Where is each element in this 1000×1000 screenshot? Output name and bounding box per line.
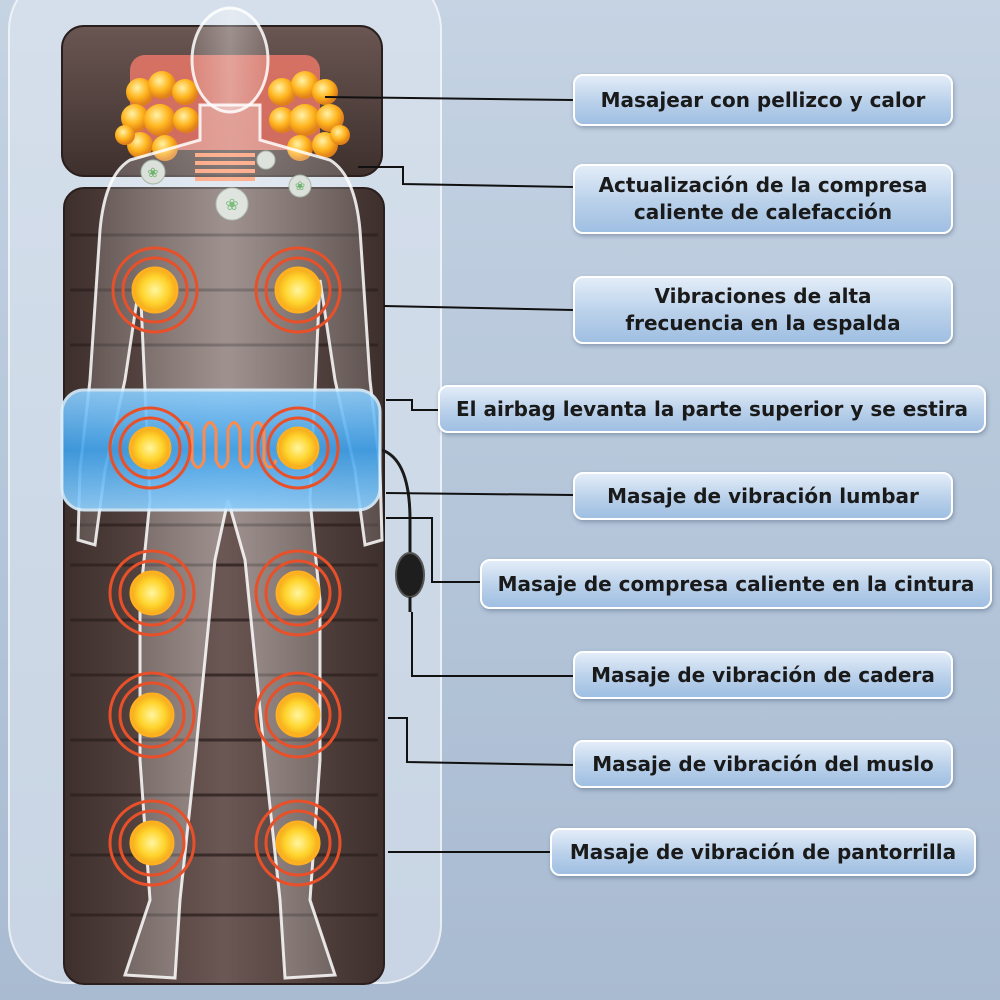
vibration-node-icon bbox=[111, 246, 342, 334]
label-pinch-heat: Masajear con pellizco y calor bbox=[573, 74, 953, 126]
waist-heating-coil bbox=[178, 421, 278, 469]
vibration-node-icon bbox=[108, 406, 340, 490]
label-lumbar-vibration: Masaje de vibración lumbar bbox=[573, 472, 953, 520]
label-hip-vibration: Masaje de vibración de cadera bbox=[573, 651, 953, 699]
label-waist-heat: Masaje de compresa caliente en la cintur… bbox=[480, 559, 992, 609]
shiatsu-nodes-right bbox=[268, 71, 350, 161]
label-back-vibration: Vibraciones de alta frecuencia en la esp… bbox=[573, 276, 953, 344]
label-heating-pad: Actualización de la compresa caliente de… bbox=[573, 164, 953, 234]
leader-lines bbox=[324, 96, 574, 853]
vibration-node-icon bbox=[108, 549, 342, 887]
label-calf-vibration: Masaje de vibración de pantorrilla bbox=[550, 828, 976, 876]
shiatsu-nodes-left bbox=[115, 71, 199, 161]
label-thigh-vibration: Masaje de vibración del muslo bbox=[573, 740, 953, 788]
label-airbag: El airbag levanta la parte superior y se… bbox=[438, 385, 986, 433]
